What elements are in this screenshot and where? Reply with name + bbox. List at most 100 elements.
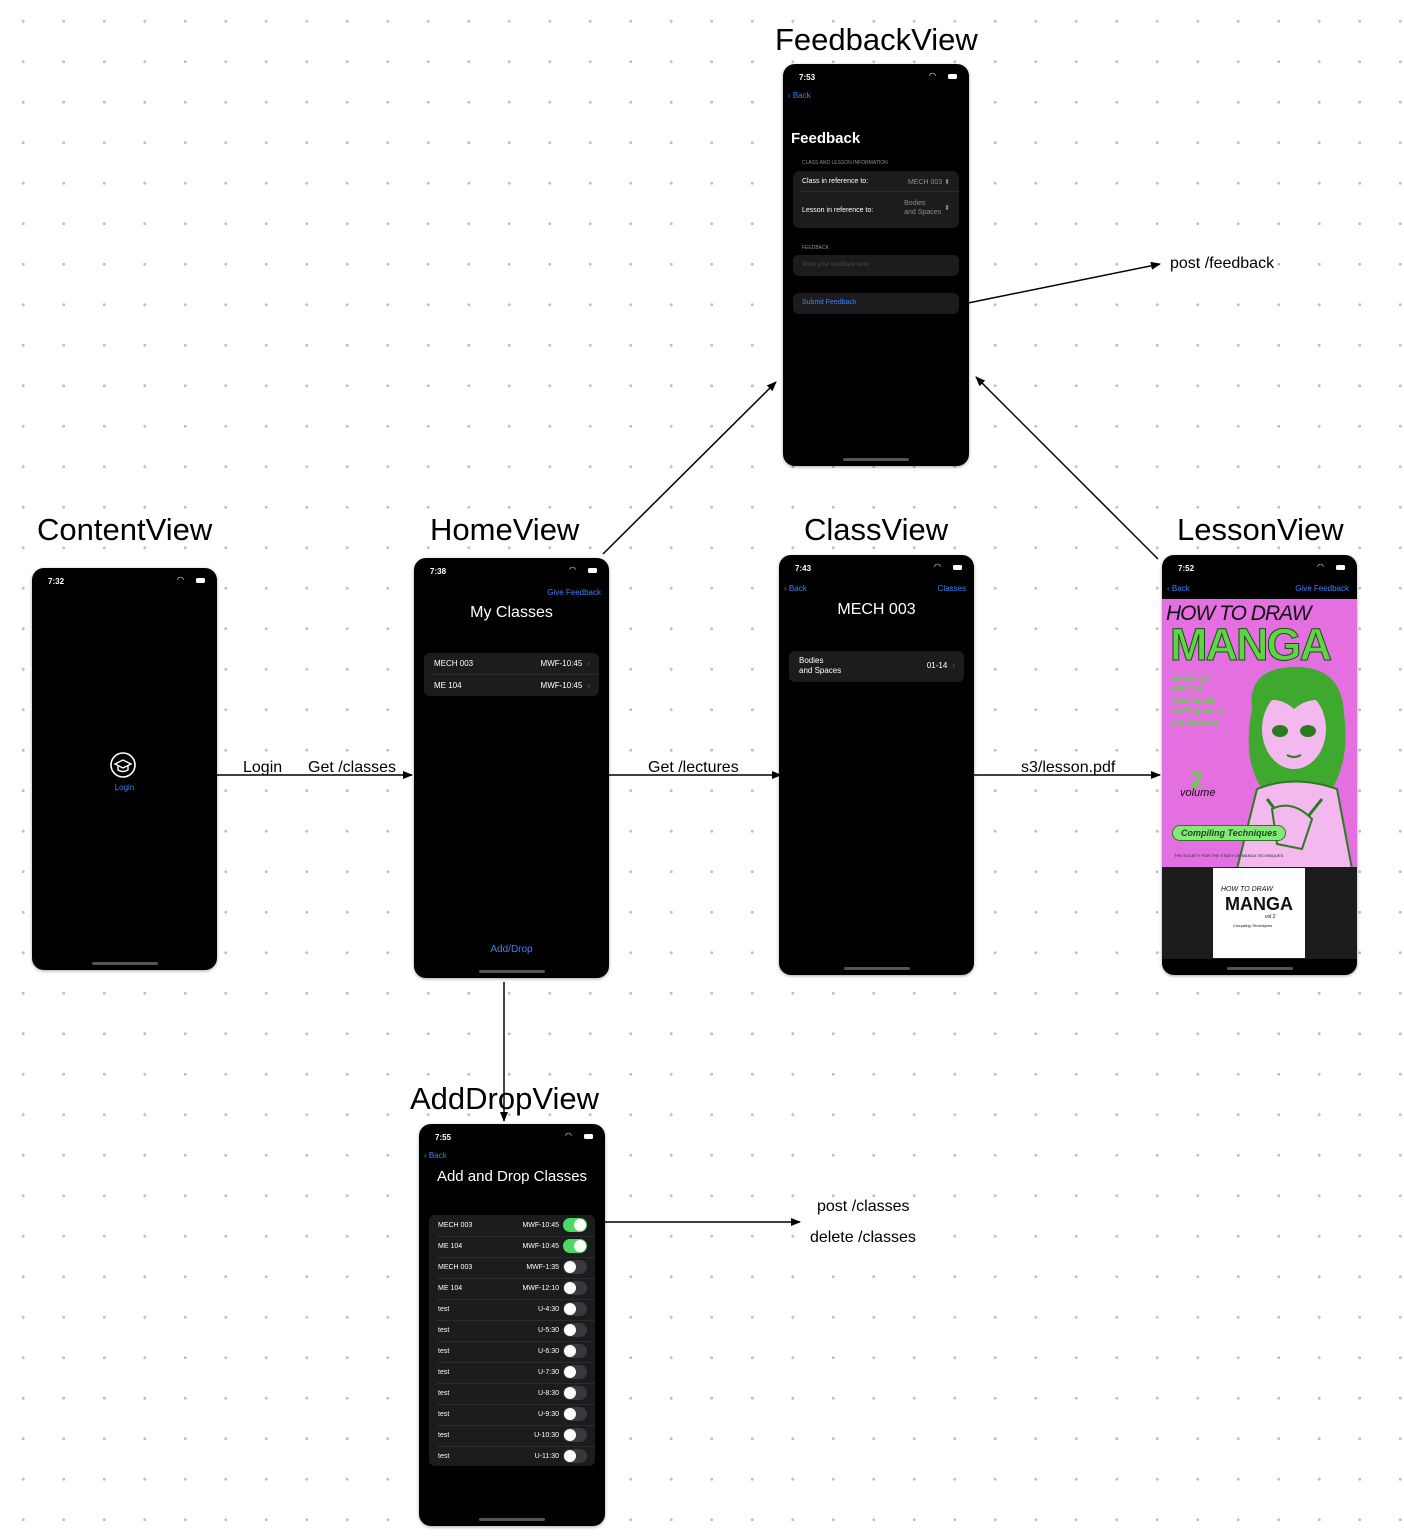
wifi-icon: ◠ xyxy=(934,562,941,571)
class-time: U-7:30 xyxy=(537,1369,559,1376)
status-icons: ◠ xyxy=(1317,563,1345,572)
row-2: MECH 003 MWF-1:35 xyxy=(429,1257,595,1278)
toggle-knob xyxy=(564,1345,576,1357)
chevron-updown-icon: ⬍ xyxy=(944,204,950,212)
class-picker-label: Class in reference to: xyxy=(802,178,869,185)
enroll-toggle[interactable] xyxy=(563,1323,587,1337)
page-title: MECH 003 xyxy=(837,601,916,618)
divider xyxy=(437,1425,595,1426)
feedback-text-field[interactable]: Write your feedback here xyxy=(793,255,959,276)
enroll-toggle[interactable] xyxy=(563,1260,587,1274)
pdf-cover-page[interactable]: HOW TO DRAW MANGA Power-Up MANGA Techniq… xyxy=(1162,599,1357,867)
divider xyxy=(437,1257,595,1258)
thumb-volume: vol.2 xyxy=(1265,914,1276,920)
class-time: U-11:30 xyxy=(534,1453,559,1460)
status-icons: ◠ xyxy=(565,1132,593,1141)
row-11: test U-11:30 xyxy=(429,1446,595,1467)
status-icons: ◠ xyxy=(929,72,957,81)
chevron-right-icon: › xyxy=(587,659,590,668)
home-indicator xyxy=(479,1518,545,1521)
enroll-toggle[interactable] xyxy=(563,1281,587,1295)
class-name: test xyxy=(438,1327,450,1334)
toggle-knob xyxy=(564,1303,576,1315)
status-time: 7:38 xyxy=(430,567,447,576)
wifi-icon: ◠ xyxy=(565,1131,572,1140)
row-8: test U-8:30 xyxy=(429,1383,595,1404)
status-time: 7:55 xyxy=(435,1133,452,1142)
class-time: U-8:30 xyxy=(537,1390,559,1397)
toggle-knob xyxy=(564,1450,576,1462)
arrow-home-to-feedback xyxy=(602,381,777,555)
login-button[interactable]: Login xyxy=(114,783,135,792)
lesson-view-phone: 7:52 ◠ ‹ Back Give Feedback HOW TO DRAW … xyxy=(1162,555,1357,975)
enroll-toggle[interactable] xyxy=(563,1386,587,1400)
class-name: test xyxy=(438,1348,450,1355)
divider xyxy=(801,191,959,192)
enroll-toggle[interactable] xyxy=(563,1407,587,1421)
back-button[interactable]: ‹ Back xyxy=(1167,584,1190,593)
edge-label-post-classes: post /classes xyxy=(817,1198,910,1215)
battery-icon xyxy=(948,74,957,79)
edge-label-lesson-pdf: s3/lesson.pdf xyxy=(1021,759,1116,776)
enroll-toggle[interactable] xyxy=(563,1302,587,1316)
submit-feedback-button[interactable]: Submit Feedback xyxy=(793,293,959,314)
divider xyxy=(437,1299,595,1300)
toggle-knob xyxy=(564,1387,576,1399)
enroll-toggle[interactable] xyxy=(563,1218,587,1232)
back-button[interactable]: ‹ Back xyxy=(424,1151,447,1160)
divider xyxy=(437,1341,595,1342)
toggle-knob xyxy=(564,1429,576,1441)
give-feedback-button[interactable]: Give Feedback xyxy=(547,588,601,597)
class-time: MWF-12:10 xyxy=(522,1285,559,1292)
edge-label-get-lectures: Get /lectures xyxy=(648,759,739,776)
class-view-phone: 7:43 ◠ ‹ Back Classes MECH 003 Bodies an… xyxy=(779,555,974,975)
content-view-phone: 7:32 ◠ Login xyxy=(32,568,217,970)
row-0: MECH 003 MWF-10:45 xyxy=(429,1215,595,1236)
arrow-feedback-to-post xyxy=(967,261,1161,304)
toggle-knob xyxy=(574,1240,586,1252)
chevron-left-icon: ‹ xyxy=(424,1151,427,1160)
divider xyxy=(437,1278,595,1279)
enroll-toggle[interactable] xyxy=(563,1428,587,1442)
toggle-knob xyxy=(564,1366,576,1378)
row-1: ME 104 MWF-10:45 xyxy=(429,1236,595,1257)
back-button[interactable]: ‹ Back xyxy=(784,584,807,593)
feedback-view-phone: 7:53 ◠ ‹ Back Feedback CLASS AND LESSON … xyxy=(783,64,969,466)
chevron-left-icon: ‹ xyxy=(788,91,791,100)
lesson-picker-value-line1: Bodies xyxy=(904,200,926,207)
chevron-left-icon: ‹ xyxy=(1167,584,1170,593)
class-time: MWF-10:45 xyxy=(540,659,583,668)
row-4: test U-4:30 xyxy=(429,1299,595,1320)
enroll-toggle[interactable] xyxy=(563,1239,587,1253)
enroll-toggle[interactable] xyxy=(563,1449,587,1463)
cover-illustration xyxy=(1236,666,1353,867)
give-feedback-button[interactable]: Give Feedback xyxy=(1295,584,1349,593)
enroll-toggle[interactable] xyxy=(563,1365,587,1379)
arrow-lesson-to-feedback xyxy=(975,376,1159,560)
lesson-name-line1: Bodies xyxy=(799,656,824,665)
toggle-knob xyxy=(574,1219,586,1231)
wifi-icon: ◠ xyxy=(1317,562,1324,571)
home-indicator xyxy=(91,962,158,965)
classes-button[interactable]: Classes xyxy=(937,584,966,593)
section-header-class-lesson: CLASS AND LESSON INFORMATION xyxy=(802,160,888,166)
battery-icon xyxy=(953,565,962,570)
enroll-toggle[interactable] xyxy=(563,1344,587,1358)
back-button[interactable]: ‹ Back xyxy=(788,91,811,100)
lesson-row[interactable]: Bodies and Spaces 01-14› xyxy=(789,651,964,682)
edge-label-login: Login xyxy=(243,759,283,776)
edge-label-get-classes: Get /classes xyxy=(308,759,397,776)
title-lesson-view: LessonView xyxy=(1177,512,1344,547)
class-time: U-5:30 xyxy=(537,1327,559,1334)
class-name: ME 104 xyxy=(434,681,462,690)
add-drop-button[interactable]: Add/Drop xyxy=(490,944,533,955)
graduation-cap-icon[interactable] xyxy=(110,752,136,778)
pdf-page-thumbnail[interactable]: HOW TO DRAW MANGA vol.2 Compiling Techni… xyxy=(1213,868,1305,958)
class-name: test xyxy=(438,1390,450,1397)
section-header-feedback: FEEDBACK xyxy=(802,245,829,251)
cover-volume-number: 2 xyxy=(1190,767,1204,794)
home-indicator xyxy=(843,458,909,461)
pdf-page-strip: HOW TO DRAW MANGA vol.2 Compiling Techni… xyxy=(1162,867,1357,959)
title-home-view: HomeView xyxy=(430,512,580,547)
